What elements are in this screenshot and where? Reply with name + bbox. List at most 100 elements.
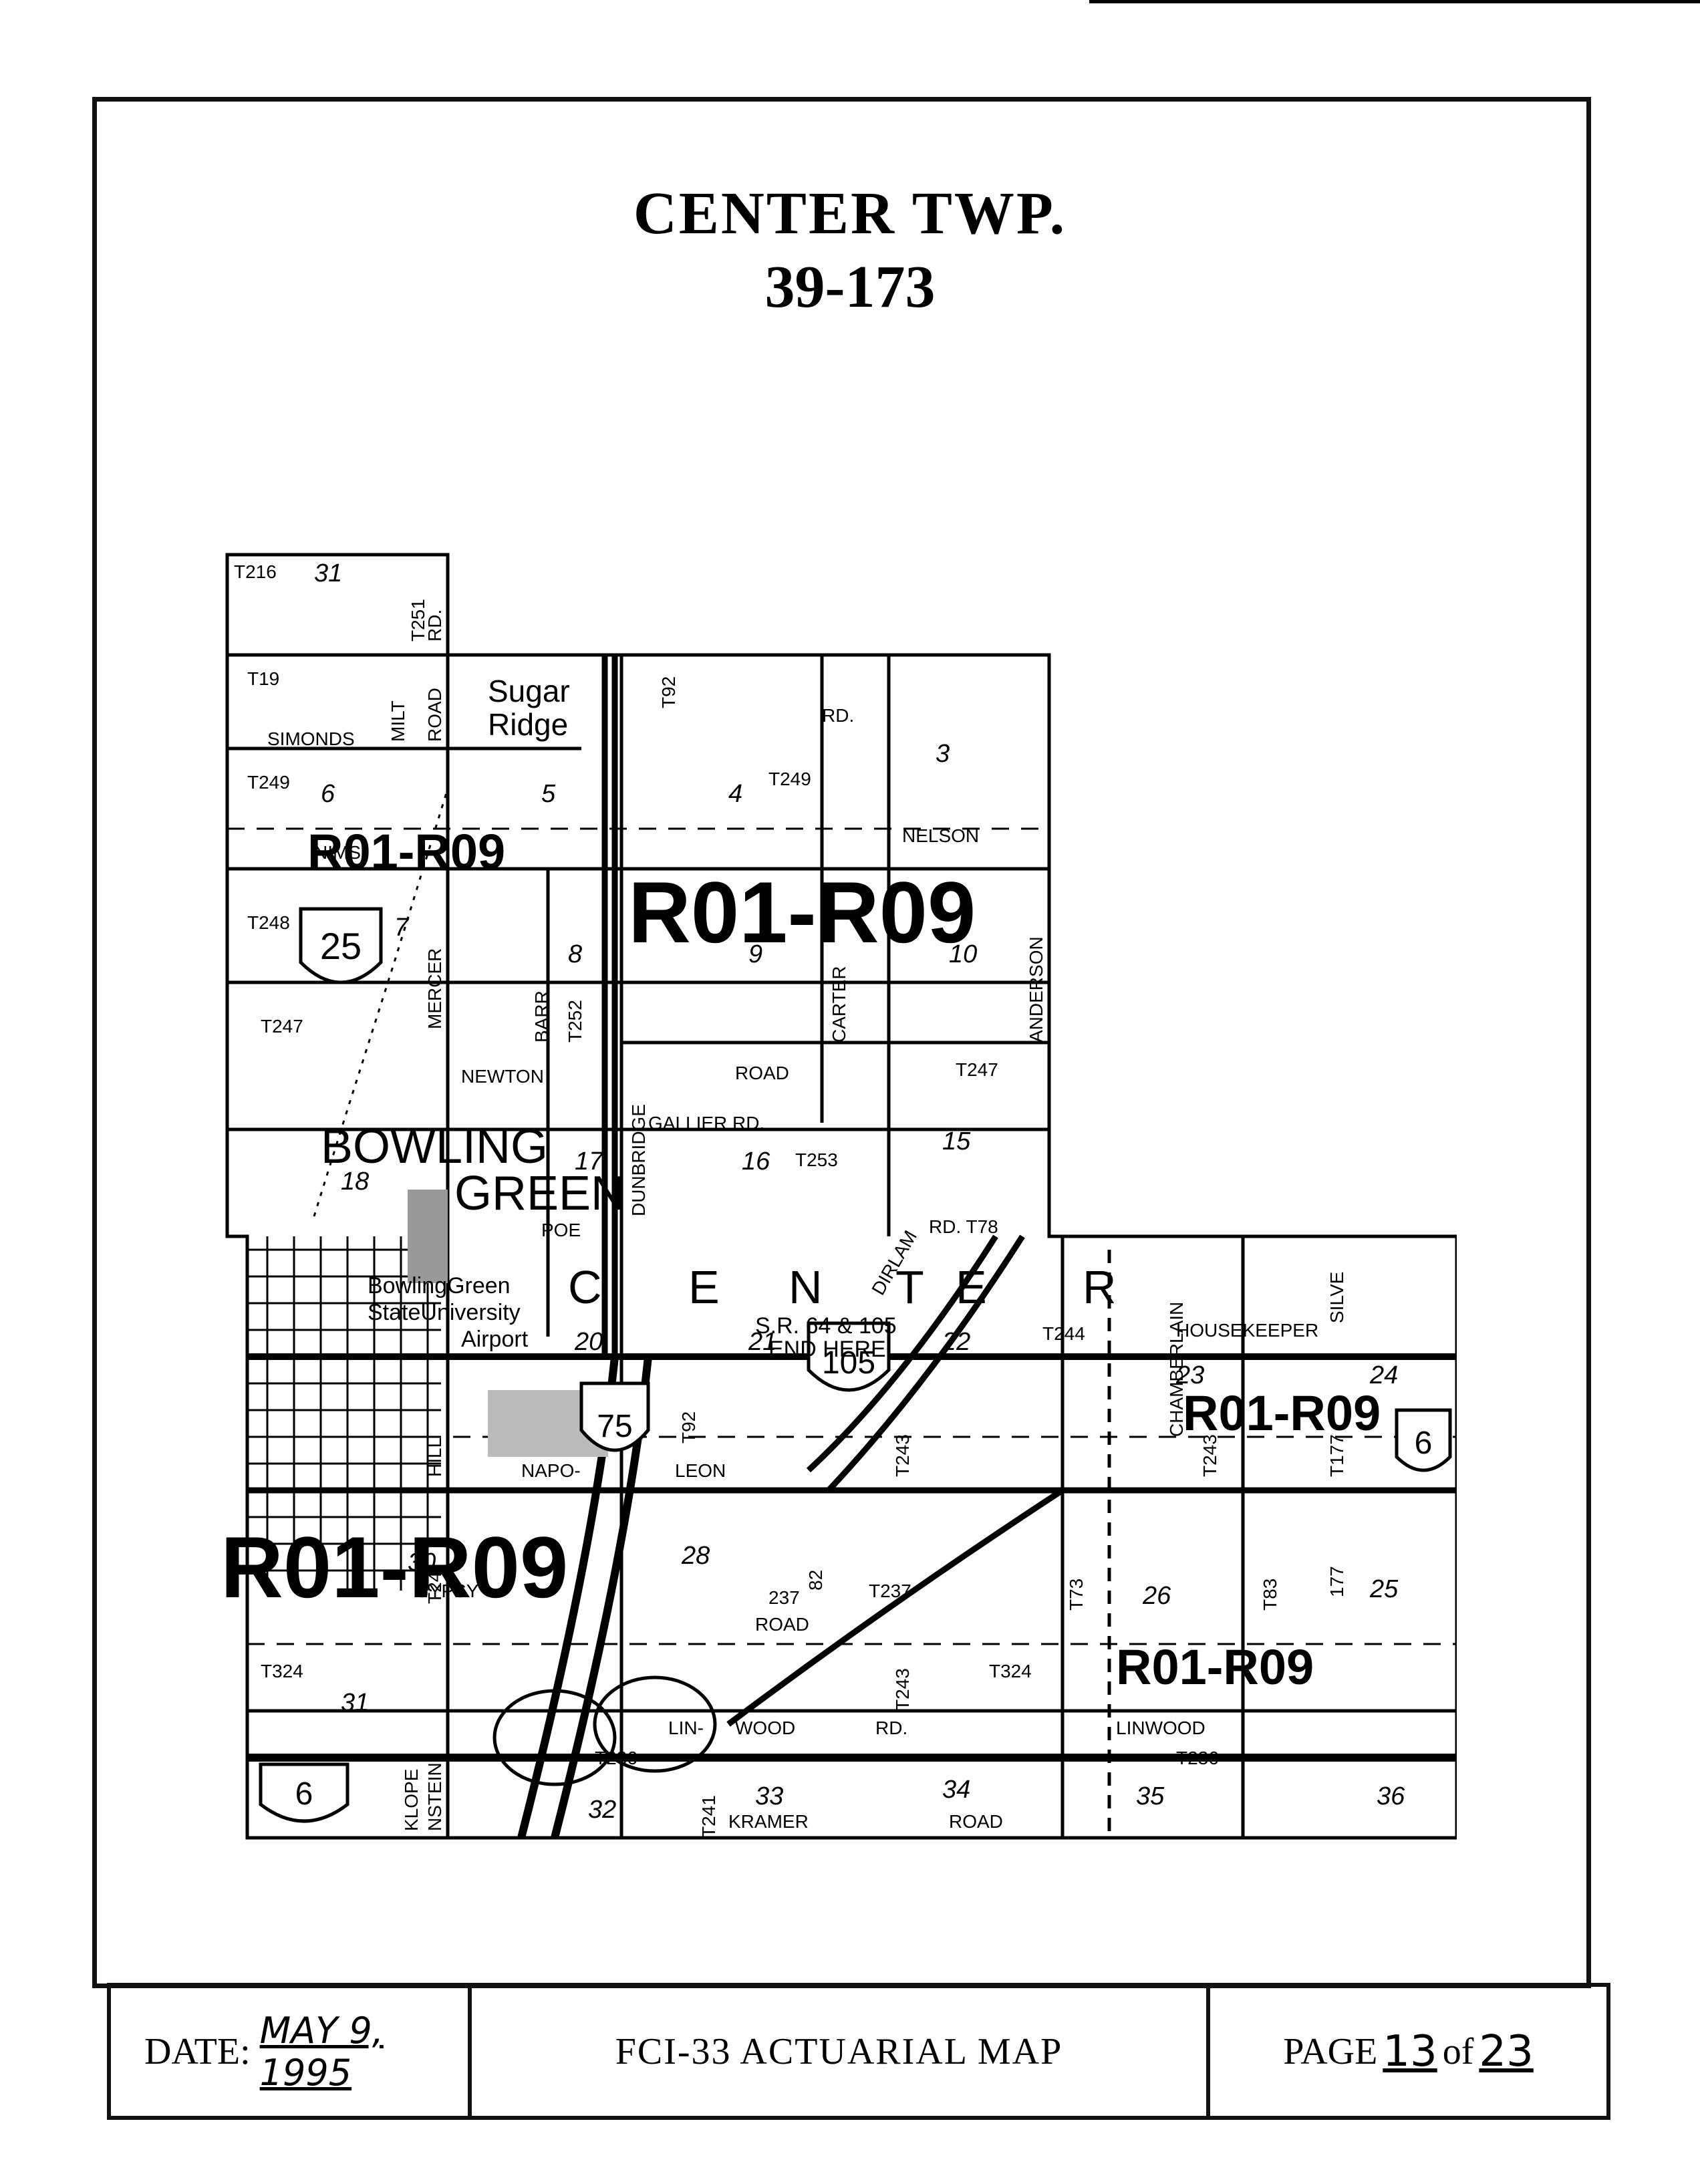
road-carter: CARTER bbox=[829, 966, 849, 1043]
road-t236-east: T236 bbox=[1176, 1748, 1219, 1768]
city-grid bbox=[247, 1236, 441, 1591]
road-t236-west: T236 bbox=[595, 1748, 638, 1768]
section-32: 32 bbox=[588, 1796, 616, 1824]
section-10: 10 bbox=[949, 940, 977, 968]
road-barr: BARR bbox=[531, 990, 552, 1043]
i-75-number: 75 bbox=[597, 1409, 632, 1444]
road-rd-t78: RD. T78 bbox=[929, 1216, 998, 1237]
date-label: DATE: bbox=[144, 2030, 251, 2072]
section-34: 34 bbox=[942, 1776, 970, 1804]
road-wood: WOOD bbox=[735, 1718, 795, 1738]
section-18: 18 bbox=[341, 1168, 369, 1196]
road-rd-linwood: RD. bbox=[875, 1718, 907, 1738]
center-letter-t: T bbox=[895, 1261, 924, 1313]
road-klope: KLOPE bbox=[401, 1769, 422, 1831]
township-title: CENTER TWP. bbox=[633, 180, 1067, 247]
road-t243-south: T243 bbox=[892, 1668, 913, 1711]
road-gypsy: GYPSY bbox=[414, 1581, 479, 1601]
i-75-shield bbox=[579, 1381, 650, 1452]
us-6-number-east: 6 bbox=[1415, 1425, 1433, 1461]
road-t243-center: T243 bbox=[892, 1434, 913, 1477]
road-poe: POE bbox=[541, 1220, 581, 1240]
section-23: 23 bbox=[1175, 1361, 1204, 1389]
rate-zone-label-east: R01-R09 bbox=[1183, 1385, 1381, 1441]
road-napo: NAPO- bbox=[521, 1460, 581, 1481]
sr-105-shield bbox=[807, 1321, 891, 1392]
road-nelson: NELSON bbox=[902, 825, 979, 846]
date-value: MAY 9, 1995 bbox=[259, 2009, 384, 2094]
us-6-number-west: 6 bbox=[295, 1776, 313, 1812]
road-t247-east: T247 bbox=[956, 1059, 998, 1080]
road-simonds: SIMONDS bbox=[267, 728, 355, 749]
road-t241: T241 bbox=[698, 1795, 719, 1838]
section-15: 15 bbox=[942, 1127, 971, 1155]
footer-title-cell: FCI-33 ACTUARIAL MAP bbox=[472, 1987, 1210, 2116]
section-16: 16 bbox=[742, 1147, 770, 1176]
road-t24: T24 bbox=[424, 1572, 445, 1604]
section-4: 4 bbox=[728, 780, 742, 808]
road-anderson: ANDERSON bbox=[1026, 936, 1046, 1043]
place-airport: Airport bbox=[461, 1327, 529, 1352]
place-bgsu-line1: BowlingGreen bbox=[368, 1273, 511, 1299]
road-t248: T248 bbox=[247, 912, 290, 933]
place-bgsu-line2: StateUniversity bbox=[368, 1300, 521, 1325]
section-8: 8 bbox=[568, 940, 582, 968]
section-9: 9 bbox=[748, 940, 762, 968]
map-footer: DATE: MAY 9, 1995 FCI-33 ACTUARIAL MAP P… bbox=[107, 1983, 1610, 2120]
road-road: ROAD bbox=[735, 1063, 789, 1083]
section-22: 22 bbox=[942, 1328, 970, 1356]
road-t83: T83 bbox=[1260, 1579, 1280, 1611]
road-t244: T244 bbox=[1042, 1323, 1085, 1344]
road-t249-west: T249 bbox=[247, 772, 290, 793]
road-237: 237 bbox=[768, 1587, 800, 1608]
road-t243-east: T243 bbox=[1199, 1434, 1220, 1477]
sr-note-line1: S.R. 64 & 105 bbox=[755, 1313, 897, 1339]
township-map: 25 105 75 6 6 Sugar Ridge BOWLING GREEN … bbox=[221, 553, 1457, 1840]
road-t19: T19 bbox=[247, 668, 279, 689]
page-current: 13 bbox=[1383, 2026, 1437, 2076]
section-33: 33 bbox=[755, 1782, 783, 1810]
place-ridge: Ridge bbox=[488, 707, 568, 742]
page-total: 23 bbox=[1479, 2026, 1534, 2076]
road-housekeeper: HOUSEKEEPER bbox=[1176, 1320, 1318, 1341]
road-t324-west: T324 bbox=[261, 1661, 303, 1681]
section-31: 31 bbox=[341, 1689, 369, 1717]
center-letter-n: N bbox=[789, 1261, 823, 1313]
township-code: 39-173 bbox=[764, 254, 936, 320]
road-newton: NEWTON bbox=[461, 1066, 544, 1087]
road-t247-west: T247 bbox=[261, 1016, 303, 1037]
center-letter-e: E bbox=[688, 1261, 720, 1313]
rate-zone-label-sw: R01-R09 bbox=[221, 1518, 568, 1616]
rate-zone-label-north: R01-R09 bbox=[628, 863, 976, 961]
section-17: 17 bbox=[575, 1147, 604, 1176]
road-mercer: MERCER bbox=[424, 948, 445, 1029]
road-milt: MILT bbox=[388, 700, 408, 742]
road-rd-t251: RD. bbox=[424, 609, 445, 642]
road-t252: T252 bbox=[565, 1000, 585, 1043]
section-25: 25 bbox=[1369, 1575, 1399, 1603]
page-of: of bbox=[1442, 2030, 1474, 2072]
road-lin: LIN- bbox=[668, 1718, 704, 1738]
road-kramer: KRAMER bbox=[728, 1811, 809, 1832]
us-6-shield-west bbox=[259, 1762, 349, 1823]
footer-page-cell: PAGE 13 of 23 bbox=[1210, 1987, 1606, 2116]
road-t237: T237 bbox=[869, 1581, 911, 1601]
place-bowling: BOWLING bbox=[321, 1120, 548, 1174]
road-t251: T251 bbox=[408, 599, 428, 642]
page-label: PAGE bbox=[1283, 2030, 1378, 2072]
section-28: 28 bbox=[681, 1542, 710, 1570]
road-hill: HILL bbox=[424, 1438, 445, 1477]
section-24: 24 bbox=[1369, 1361, 1398, 1389]
place-green: GREEN bbox=[454, 1167, 625, 1220]
center-letter-c: C bbox=[568, 1261, 602, 1313]
section-31-north: 31 bbox=[314, 559, 342, 587]
road-nstein: NSTEIN bbox=[424, 1762, 445, 1831]
us-25-number: 25 bbox=[320, 925, 362, 967]
section-3: 3 bbox=[936, 740, 950, 768]
section-7: 7 bbox=[394, 914, 410, 942]
us-6-shield-east bbox=[1395, 1408, 1452, 1472]
map-title: FCI-33 ACTUARIAL MAP bbox=[615, 2030, 1063, 2072]
section-5: 5 bbox=[541, 780, 556, 808]
road-milt-road: ROAD bbox=[424, 688, 445, 742]
section-26: 26 bbox=[1142, 1582, 1171, 1610]
